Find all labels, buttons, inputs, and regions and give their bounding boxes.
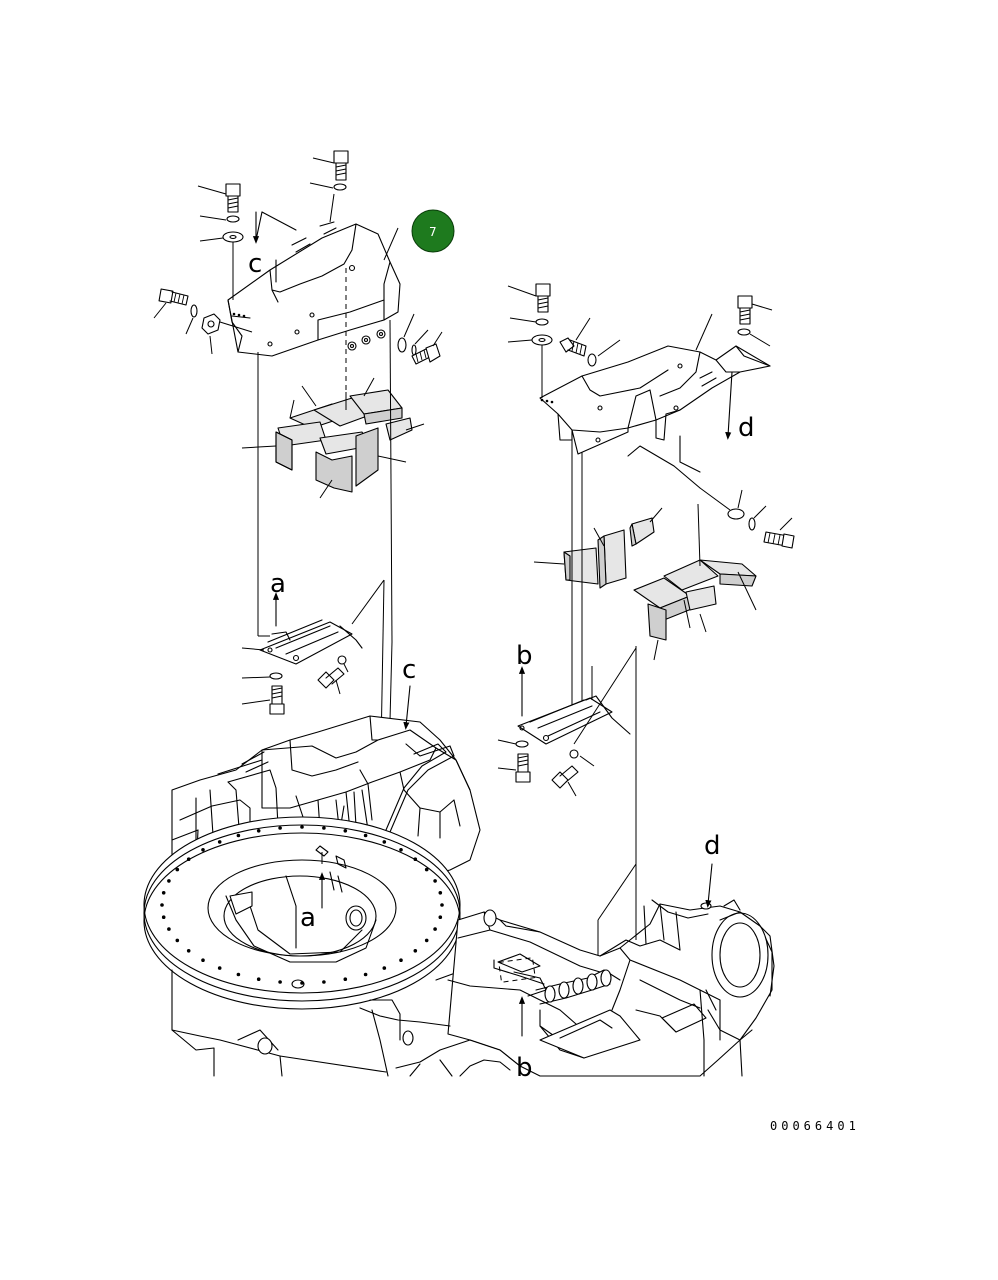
ring-bolt-hole [363,972,368,977]
left-cover-assembly [227,221,401,392]
arrow-label-d-top: d [738,413,755,443]
ring-bolt-hole [278,980,282,984]
ring-bolt-hole [343,977,348,981]
right-bracket-assembly: b [497,641,637,797]
ring-bolt-hole [175,867,180,872]
right-frame: b d c [359,655,775,1083]
ring-bolt-hole [167,879,171,883]
ring-bolt-hole [433,927,437,931]
ring-bolt-hole [399,958,403,962]
callout-badge-label: 7 [429,225,437,239]
left-frame: a [143,715,481,1077]
ring-bolt-hole [201,958,205,962]
ring-bolt-hole [236,972,241,977]
arrow-label-c-bottom: c [402,655,416,685]
ring-bolt-hole [438,891,443,895]
drawing-number: 00066401 [770,1119,860,1133]
ring-bolt-hole [343,829,348,833]
arrow-label-b-top: b [516,641,533,671]
ring-bolt-hole [399,848,403,852]
ring-bolt-hole [186,857,191,861]
left-pad-blocks [241,377,425,499]
arrow-label-a-top: a [270,569,286,599]
ring-bolt-hole [160,903,164,907]
ring-bolt-hole [322,980,326,984]
arrow-label-b-bottom: b [516,1053,533,1083]
ring-bolt-hole [413,857,418,861]
ring-bolt-hole [382,840,387,844]
ring-bolt-hole [433,879,437,883]
ring-bolt-hole [363,833,368,838]
right-pad-blocks [533,503,757,661]
ring-bolt-hole [300,981,304,985]
right-cover-assembly [539,345,771,489]
ring-bolt-hole [438,915,443,919]
ring-bolt-hole [201,848,205,852]
ring-bolt-hole [440,903,444,907]
right-cover-fasteners: d [507,283,795,549]
ring-bolt-hole [167,927,171,931]
arrow-label-a-bottom: a [300,903,316,933]
ring-bolt-hole [161,915,166,919]
arrow-label-d-bottom: d [704,831,721,861]
ring-bolt-hole [424,938,429,943]
ring-bolt-hole [186,949,191,953]
ring-bolt-hole [217,840,222,844]
left-cover-fasteners [153,150,443,365]
arrow-c-top: c [248,211,297,279]
ring-bolt-hole [413,949,418,953]
ring-bolt-hole [256,829,261,833]
ring-bolt-hole [278,826,282,830]
ring-bolt-hole [300,825,304,829]
ring-bolt-hole [217,966,222,970]
ring-bolt-hole [161,891,166,895]
ring-bolt-hole [424,867,429,872]
callout-badge-7[interactable]: 7 [411,209,455,253]
ring-bolt-hole [256,977,261,981]
ring-bolt-hole [236,833,241,838]
ring-bolt-hole [382,966,387,970]
ring-bolt-holes [160,825,444,985]
arrow-label-c-top: c [248,249,262,279]
ring-bolt-hole [175,938,180,943]
ring-bolt-hole [322,826,326,830]
